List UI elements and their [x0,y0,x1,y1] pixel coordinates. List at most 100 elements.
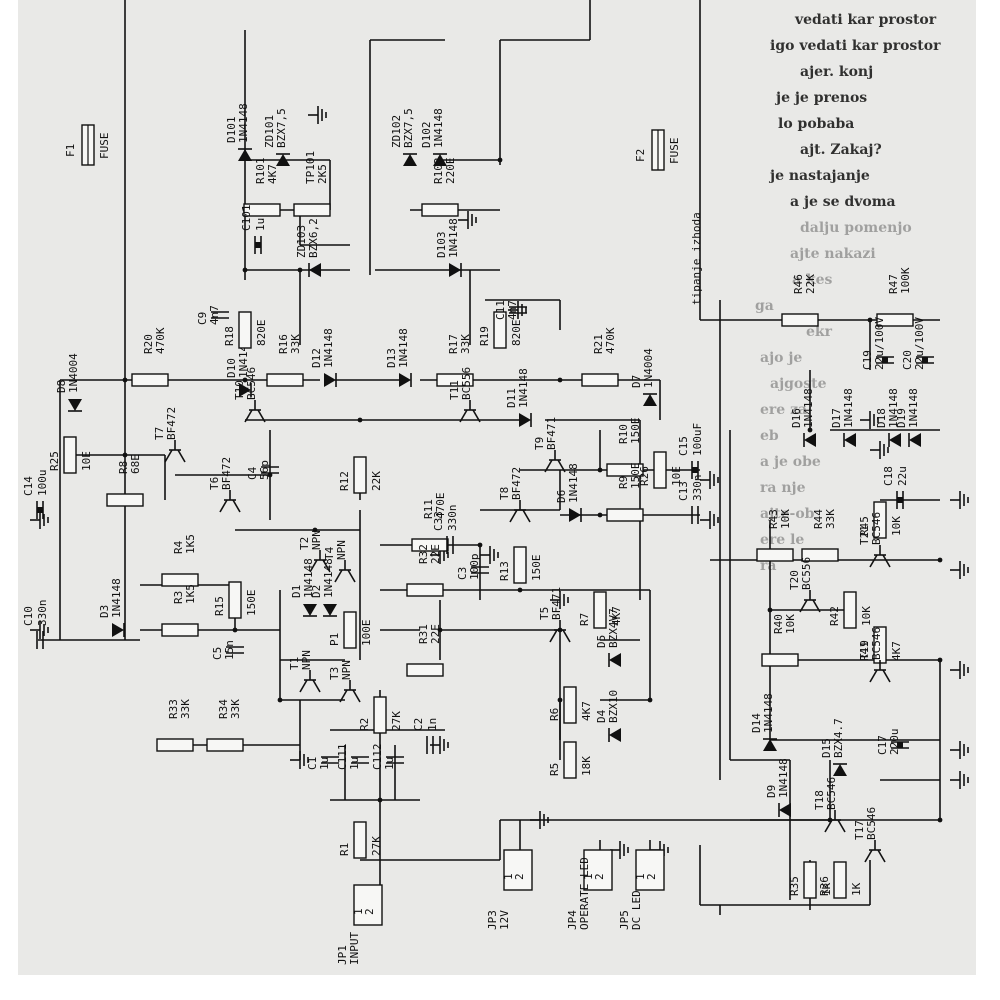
part-ref: C11 [494,300,507,320]
part-value: 1n [426,718,439,731]
part-ref: D19 [895,408,908,428]
part-value: FUSE [668,138,681,165]
part-ref: R102 [432,158,445,185]
ground-symbol [30,621,49,639]
part-value: 2K5 [316,164,329,184]
part-ref: T11 [448,380,461,400]
connector-pin: 1 [634,873,647,880]
part-ref: D12 [310,348,323,368]
ground-symbol [950,771,969,789]
part-ref: D103 [435,232,448,259]
part-ref: D102 [420,122,433,149]
ground-symbol [508,301,527,319]
junction-dot [277,697,283,703]
part-ref: C19 [861,350,874,370]
part-value: 820E [510,320,523,347]
part-value: BZX7,5 [402,108,415,148]
part-value: BF472 [220,457,233,490]
part-value: BF472 [165,407,178,440]
part-ref: T4 [323,546,336,560]
part-ref: R41 [858,641,871,661]
polarity-mark [37,507,43,513]
part-value: DC LED [630,890,643,930]
part-ref: D13 [385,348,398,368]
part-ref: T3 [328,667,341,680]
part-value: 10E [80,451,93,471]
part-value: BC556 [800,557,813,590]
part-ref: ZD101 [263,115,276,148]
part-value: 18K [580,756,593,776]
part-ref: T17 [853,820,866,840]
part-ref: D15 [820,738,833,758]
part-value: 1u [318,757,331,770]
part-value: 1N4148 [110,578,123,618]
part-value: NPN [310,530,323,550]
junction-dot [357,417,363,423]
part-value: 470K [604,327,617,354]
part-value: 22E [429,544,442,564]
part-value: 27K [370,836,383,856]
ground-symbol [950,661,969,679]
junction-dot [377,797,383,803]
junction-dot [312,527,318,533]
part-ref: D1 [290,585,303,598]
junction-dot [867,317,873,323]
junction-dot [497,157,503,163]
part-ref: P1 [328,633,341,646]
article-text-line: lo pobaba [778,116,855,132]
part-value: 12V [498,910,511,930]
part-ref: R42 [828,606,841,626]
part-value: 33K [289,334,302,354]
part-ref: D3 [98,605,111,618]
part-value: 10K [890,516,903,536]
ground-symbol [950,561,969,579]
part-value: 4n7 [506,300,519,320]
part-value: 1N4004 [642,348,655,388]
part-value: 1N4148 [237,103,250,143]
connector-pin: 2 [513,873,526,880]
part-ref: C20 [901,350,914,370]
junction-dot [647,697,653,703]
part-ref: R18 [223,326,236,346]
part-ref: R101 [254,158,267,185]
article-text-line: a je obe [760,454,821,470]
part-value: BF471 [550,587,563,620]
part-ref: R43 [767,509,780,529]
part-value: 1N4148 [567,463,580,503]
part-value: 220E [444,158,457,185]
part-ref: R31 [417,624,430,644]
part-value: 470E [434,493,447,520]
article-text-line: ra [760,558,777,574]
part-value: 22u/100V [913,317,926,370]
part-ref: R34 [217,699,230,719]
part-ref: C1 [306,757,319,770]
part-ref: D9 [765,785,778,798]
part-value: 4K7 [580,701,593,721]
connector-pin: 2 [645,873,658,880]
article-text-line: ere le [760,532,805,548]
